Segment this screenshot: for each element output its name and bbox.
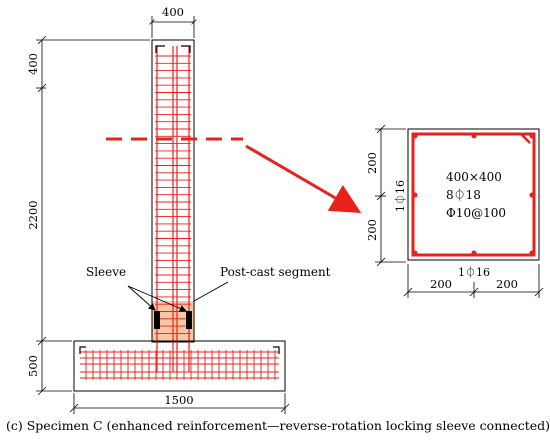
section-size: 400×400 [446, 170, 502, 184]
section-stirrups: Φ10@100 [446, 206, 506, 220]
section-bar [471, 250, 477, 256]
section-dimensions [375, 124, 544, 298]
footing-hooks [79, 346, 280, 354]
section-longitudinal-bars [412, 133, 535, 256]
column-top-hooks [155, 45, 191, 53]
section-cut-line [106, 137, 362, 214]
elevation-dimensions [36, 16, 290, 414]
cross-section [407, 128, 540, 261]
figure-caption: (c) Specimen C (enhanced reinforcement—r… [6, 418, 550, 433]
section-bar [412, 133, 418, 139]
footing-outline [73, 340, 286, 392]
section-bar [529, 192, 535, 198]
dim-column-height: 2200 [26, 200, 40, 229]
sleeve-right [186, 311, 192, 329]
section-bar [412, 250, 418, 256]
column-elevation [151, 39, 195, 372]
dim-section-bottom-right: 200 [496, 277, 518, 291]
dim-section-bottom-left: 200 [430, 277, 452, 291]
dim-section-left-bottom: 200 [365, 219, 379, 241]
section-side-bar: 1⏀16 [393, 180, 407, 212]
section-bar [471, 133, 477, 139]
footing-bars [80, 350, 279, 380]
section-bar [412, 192, 418, 198]
section-outline [407, 128, 540, 261]
section-long-bars: 8⏀18 [446, 187, 481, 202]
label-sleeve: Sleeve [86, 265, 126, 279]
dim-footing-height: 500 [26, 355, 40, 377]
dim-column-top: 400 [26, 53, 40, 75]
section-bar [529, 250, 535, 256]
column-stirrups [155, 55, 191, 334]
section-stirrup-hook [520, 133, 531, 144]
sleeve-left [154, 311, 160, 329]
footing-elevation [73, 340, 286, 392]
dim-column-width: 400 [162, 5, 184, 19]
section-bar [529, 133, 535, 139]
label-post-cast-segment: Post-cast segment [220, 265, 331, 279]
label-leaders [127, 281, 229, 312]
dim-footing-width: 1500 [164, 393, 193, 407]
dim-section-left-top: 200 [365, 152, 379, 174]
section-bottom-bar: 1⏀16 [458, 265, 490, 279]
